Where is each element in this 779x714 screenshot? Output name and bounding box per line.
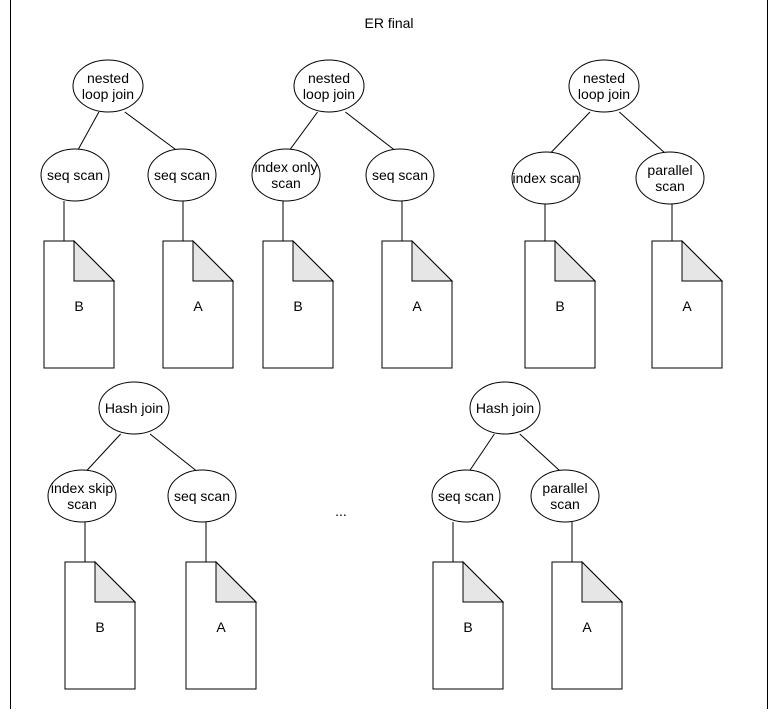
table-document-icon: B	[524, 239, 597, 369]
table-document-icon: B	[43, 239, 116, 369]
join-label: Hash join	[105, 400, 163, 416]
scan-label: seq scan	[174, 488, 230, 504]
table-label: B	[74, 298, 83, 314]
join-label: Hash join	[476, 400, 534, 416]
table-document-icon: A	[185, 560, 258, 690]
join-node	[469, 381, 541, 435]
table-document-icon: A	[381, 239, 454, 369]
document-fold	[192, 239, 235, 282]
table-label: B	[555, 298, 564, 314]
scan-label: parallel	[542, 480, 587, 496]
scan-node	[530, 469, 600, 523]
scan-label: scan	[550, 496, 580, 512]
table-document-icon: B	[64, 560, 137, 690]
scan-label: index only	[254, 159, 317, 175]
scan-label: index scan	[513, 170, 580, 186]
diagram-title: ER final	[364, 15, 413, 31]
scan-node	[167, 469, 237, 523]
scan-label: seq scan	[47, 167, 103, 183]
scan-node	[365, 148, 435, 202]
join-label: loop join	[303, 86, 355, 102]
join-edge	[288, 111, 318, 152]
join-node	[72, 59, 144, 113]
document-fold	[462, 560, 505, 603]
table-document-icon: B	[262, 239, 335, 369]
join-edge	[468, 433, 495, 473]
table-label: A	[216, 619, 226, 635]
table-label: A	[682, 298, 692, 314]
document-fold	[215, 560, 258, 603]
join-label: nested	[308, 70, 350, 86]
scan-node	[147, 148, 217, 202]
document-fold	[411, 239, 454, 282]
join-label: loop join	[578, 86, 630, 102]
table-document-icon: B	[432, 560, 505, 690]
scan-label: scan	[271, 175, 301, 191]
join-label: nested	[583, 70, 625, 86]
table-label: B	[95, 619, 104, 635]
scan-label: seq scan	[438, 488, 494, 504]
scan-node	[635, 151, 705, 205]
document-fold	[292, 239, 335, 282]
table-document-icon: A	[162, 239, 235, 369]
scan-label: scan	[655, 178, 685, 194]
scan-label: seq scan	[154, 167, 210, 183]
join-edge	[85, 433, 122, 473]
join-edge	[345, 111, 397, 152]
document-fold	[681, 239, 724, 282]
document-fold	[73, 239, 116, 282]
document-fold	[581, 560, 624, 603]
ellipsis-text: ...	[335, 503, 347, 519]
table-document-icon: A	[551, 560, 624, 690]
scan-node	[251, 148, 321, 202]
scan-label: parallel	[647, 162, 692, 178]
join-node	[98, 381, 170, 435]
table-label: B	[463, 619, 472, 635]
scan-node	[511, 151, 581, 205]
table-label: B	[293, 298, 302, 314]
table-label: A	[412, 298, 422, 314]
table-label: A	[193, 298, 203, 314]
document-fold	[554, 239, 597, 282]
scan-node	[47, 469, 117, 523]
join-node	[568, 59, 640, 113]
join-edge	[519, 433, 562, 473]
join-label: nested	[87, 70, 129, 86]
join-edge	[549, 111, 591, 155]
table-document-icon: A	[651, 239, 724, 369]
join-edge	[149, 433, 199, 473]
scan-label: scan	[67, 496, 97, 512]
scan-node	[431, 469, 501, 523]
table-label: A	[582, 619, 592, 635]
join-edge	[76, 111, 100, 152]
join-edge	[124, 111, 178, 152]
document-fold	[94, 560, 137, 603]
join-edge	[618, 111, 667, 155]
join-node	[293, 59, 365, 113]
scan-node	[40, 148, 110, 202]
scan-label: seq scan	[372, 167, 428, 183]
join-label: loop join	[82, 86, 134, 102]
scan-label: index skip	[51, 480, 113, 496]
